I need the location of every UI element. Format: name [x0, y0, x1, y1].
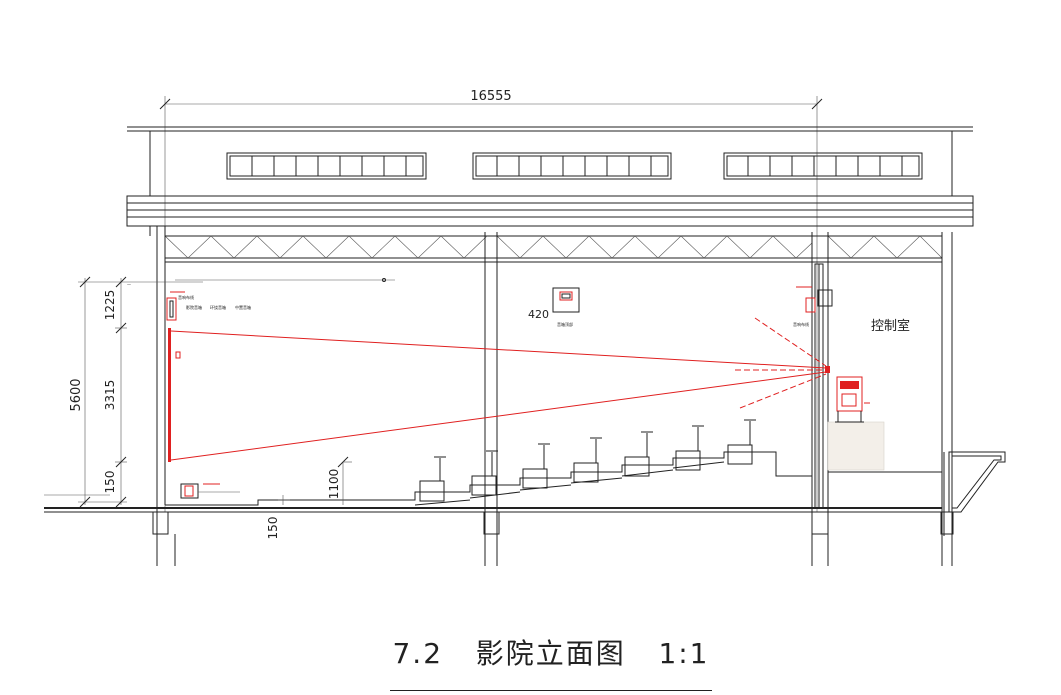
svg-text:环绕音箱: 环绕音箱: [210, 304, 226, 310]
step-dimension: 1100: [327, 456, 352, 505]
svg-text:音响布线: 音响布线: [793, 321, 809, 327]
dimension-upper: 1225: [103, 290, 117, 321]
seat: [522, 443, 550, 489]
center-speaker: 420 音箱顶部: [528, 287, 580, 327]
seat: [419, 456, 446, 502]
svg-text:—: —: [127, 282, 131, 287]
svg-text:音箱顶部: 音箱顶部: [557, 321, 573, 327]
seat: [573, 437, 602, 483]
dimension-lower: 150: [103, 471, 117, 494]
control-room: 控制室: [827, 318, 942, 473]
projector-distance-label: 420: [528, 308, 549, 321]
overall-dimension: 16555: [159, 89, 823, 512]
title-text: 影院立面图: [475, 637, 626, 670]
clerestory-window: [226, 152, 427, 180]
title-underline: [390, 690, 712, 691]
seat: [471, 450, 498, 496]
svg-text:影院音箱: 影院音箱: [186, 304, 202, 310]
seat: [675, 425, 704, 471]
left-legend-texts: — 音响布线 影院音箱 环绕音箱 中置音箱: [127, 281, 251, 310]
exterior-canopy: [943, 451, 1006, 536]
projector-icon: [825, 366, 830, 373]
clerestory-window: [472, 152, 672, 180]
control-room-label: 控制室: [871, 318, 910, 334]
ceiling-fixture-icon: [382, 278, 386, 282]
projection-beam: [170, 317, 830, 461]
roof: [126, 126, 974, 263]
drawing-title: 7.2 影院立面图 1:1: [390, 632, 712, 672]
left-speaker: [166, 291, 185, 321]
clerestory-window: [723, 152, 923, 180]
projector-cabinet: [835, 376, 870, 423]
seat: [727, 419, 756, 465]
dimension-middle: 3315: [103, 380, 117, 411]
bottom-dimension: 150: [266, 495, 290, 539]
stepped-seating: [165, 419, 812, 506]
title-number: 7.2: [392, 637, 444, 670]
screen: [168, 328, 181, 462]
columns: [156, 226, 953, 566]
svg-text:中置音箱: 中置音箱: [235, 304, 251, 310]
svg-text:音响布线: 音响布线: [178, 294, 194, 300]
dimension-total: 5600: [69, 378, 84, 411]
overall-dimension-label: 16555: [470, 89, 511, 104]
title-scale: 1:1: [658, 637, 710, 670]
bottom-left-socket: [180, 483, 240, 499]
floor: [44, 507, 954, 566]
seat: [624, 431, 653, 477]
right-speaker: 音响布线: [793, 286, 833, 327]
left-dimensions: 5600 1225 3315 150: [44, 276, 127, 508]
dimension-step: 1100: [327, 469, 341, 500]
dimension-bottom: 150: [266, 517, 280, 540]
